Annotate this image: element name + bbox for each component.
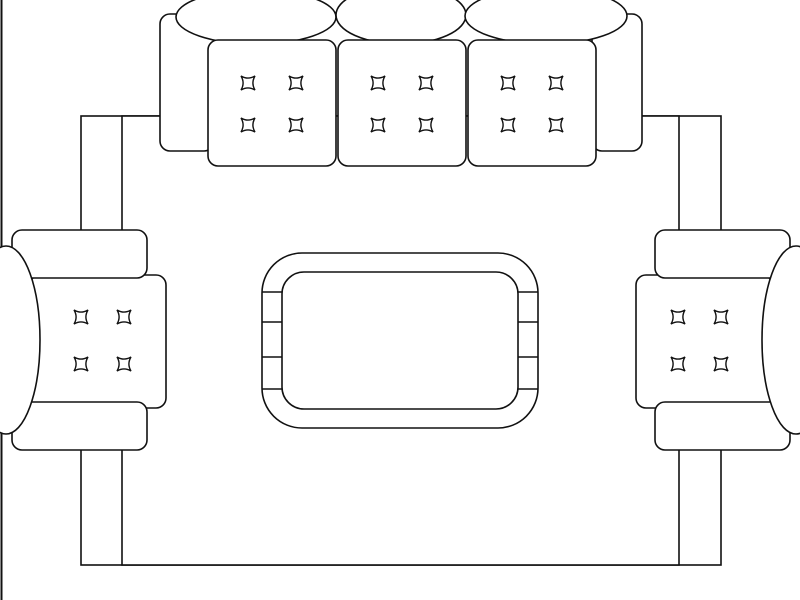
armchair-arm-top [654,229,791,279]
left-armchair [0,229,167,451]
coffee-table-slats-right [518,291,538,390]
tuft-button [240,75,256,91]
armchair-arm-bottom [654,401,791,451]
cushion-tufts [73,75,729,372]
coffee-table-slats-left [262,291,282,390]
sofa-seat-cushion [467,39,597,167]
armchair-back [0,245,41,435]
sofa-seat-cushion [337,39,467,167]
sofa [159,0,643,167]
tuft-button [288,75,304,91]
coffee-table [261,252,539,429]
tuft-button [73,309,89,325]
tuft-button [370,75,386,91]
tuft-button [418,75,434,91]
armchair-arm-bottom [11,401,148,451]
tuft-button [548,75,564,91]
armchair-back [761,245,800,435]
tuft-button [288,117,304,133]
sofa-back-pillow [335,0,467,45]
right-armchair [635,229,800,451]
tuft-button [370,117,386,133]
armchair-seat [635,274,773,409]
tuft-button [670,309,686,325]
tuft-button [116,356,132,372]
sofa-seat-cushion [207,39,337,167]
tuft-button [500,117,516,133]
tuft-button [240,117,256,133]
tuft-button [116,309,132,325]
tuft-button [73,356,89,372]
armchair-seat [29,274,167,409]
tuft-button [713,356,729,372]
tuft-button [548,117,564,133]
tuft-button [418,117,434,133]
coffee-table-top [281,271,519,410]
tuft-button [500,75,516,91]
tuft-button [670,356,686,372]
armchair-arm-top [11,229,148,279]
tuft-button [713,309,729,325]
